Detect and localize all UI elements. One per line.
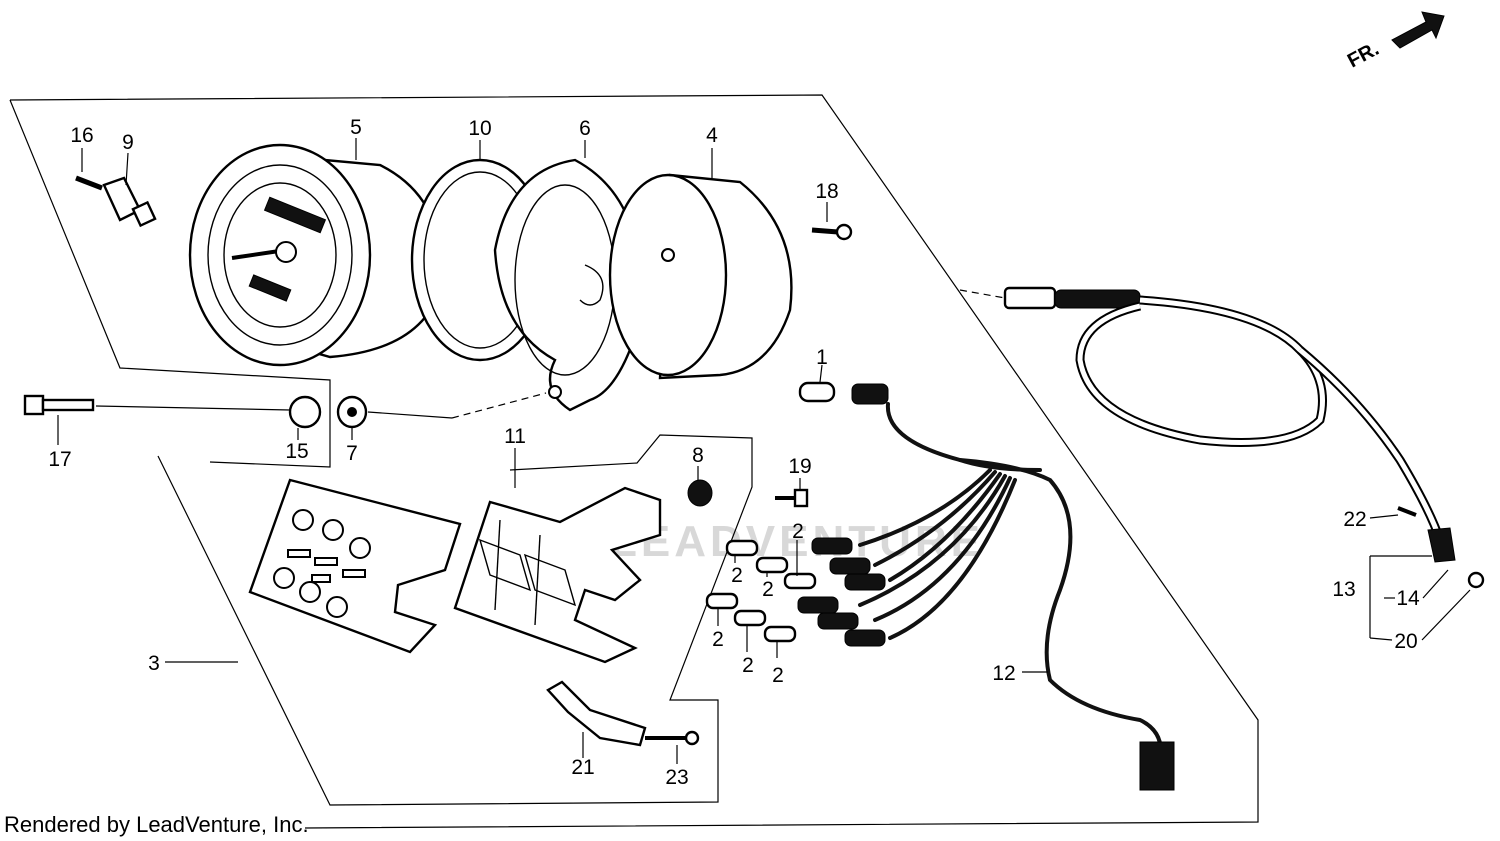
callout-labels: 1 2 2 2 2 2 2 3 4 5 6 7 8 9 10 11 12 13 … [48,116,1420,789]
meter-subassembly-outline [9,99,331,468]
front-arrow-icon [1391,11,1445,49]
nut-leader-line [367,411,453,419]
speedometer-meter [188,143,461,367]
mounting-bolt [23,394,291,416]
speedometer-cable [959,286,1485,589]
callout-2c: 2 [762,578,774,601]
callout-4: 4 [706,124,718,147]
callout-2b: 2 [731,564,743,587]
case-screw [811,223,853,241]
indicator-bulbs [705,539,817,643]
lamp-housing-outline [157,434,753,806]
meter-case [608,173,793,380]
callout-14: 14 [1396,587,1420,610]
housing-nut [687,479,713,507]
trip-meter-window [248,274,292,302]
callout-10: 10 [468,117,491,140]
callout-7: 7 [346,442,358,465]
callout-21: 21 [571,756,594,779]
callout-6: 6 [579,117,591,140]
bulb-housing [453,486,662,664]
render-credit: Rendered by LeadVenture, Inc. [4,812,309,837]
wire-harness [797,402,1175,791]
callout-2d: 2 [712,628,724,651]
mounting-nut [336,395,368,429]
indicator-lens-panel [248,478,462,654]
callout-11: 11 [504,425,526,448]
callout-2e: 2 [742,654,754,677]
callout-18: 18 [815,180,838,203]
mounting-washer [288,395,322,429]
callout-12: 12 [992,662,1015,685]
callout-20: 20 [1394,630,1417,653]
callout-2f: 2 [772,664,784,687]
callout-13: 13 [1332,578,1355,601]
callout-3: 3 [148,652,160,675]
meter-stay-bracket [546,680,700,747]
main-assembly-outline [9,94,1259,829]
odometer-window [263,196,327,234]
meter-bulb [798,381,836,403]
callout-1: 1 [816,346,828,369]
callout-22: 22 [1343,508,1366,531]
callout-8: 8 [692,444,704,467]
leader-lines [57,138,1471,764]
callout-19: 19 [788,455,811,478]
bulb-socket [851,383,889,405]
callout-2a: 2 [792,520,804,543]
callout-15: 15 [285,440,308,463]
front-direction-indicator: FR. [1344,11,1445,73]
callout-16: 16 [70,124,93,147]
front-label: FR. [1344,38,1383,73]
trip-reset-knob [75,175,157,228]
callout-17: 17 [48,448,71,471]
callout-5: 5 [350,116,362,139]
callout-9: 9 [122,131,134,154]
callout-23: 23 [665,766,688,789]
housing-screw [775,488,809,508]
